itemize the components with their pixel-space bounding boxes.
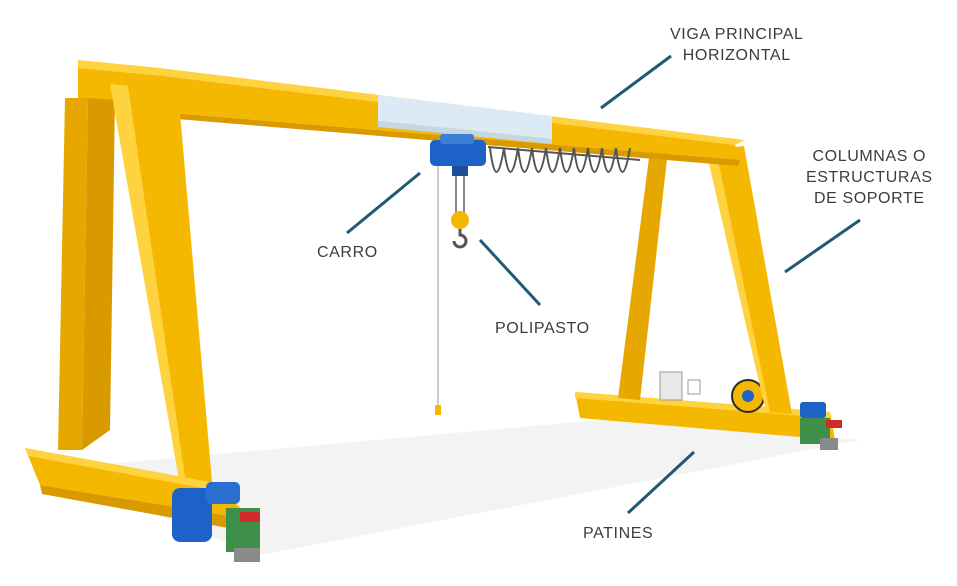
label-patines: PATINES — [583, 525, 654, 542]
hook-block — [451, 211, 469, 229]
label-polipasto: POLIPASTO — [495, 320, 590, 337]
right-motor — [800, 402, 826, 418]
control-box — [659, 371, 683, 401]
label-carro: CARRO — [317, 244, 378, 261]
left-buffer — [240, 512, 260, 522]
pendant-control — [435, 405, 441, 415]
leader-columnas — [784, 218, 861, 274]
leader-viga — [600, 54, 672, 110]
right-ground-beam — [575, 392, 835, 440]
left-motor — [172, 488, 212, 542]
leader-patines — [626, 450, 696, 515]
left-rail-clamp — [234, 548, 260, 562]
trolley — [430, 140, 486, 166]
label-columnas: COLUMNAS O ESTRUCTURAS DE SOPORTE — [806, 148, 933, 207]
right-rail-clamp — [820, 438, 838, 450]
leader-polipasto — [478, 238, 542, 307]
festoon-cable — [489, 147, 631, 173]
label-viga-principal: VIGA PRINCIPAL HORIZONTAL — [670, 26, 804, 64]
beam-highlight-section — [378, 95, 552, 139]
right-buffer — [826, 420, 842, 428]
leader-carro — [346, 171, 421, 235]
right-rear-leg — [618, 150, 668, 400]
hook-icon — [452, 229, 468, 249]
left-rear-leg — [58, 98, 88, 450]
